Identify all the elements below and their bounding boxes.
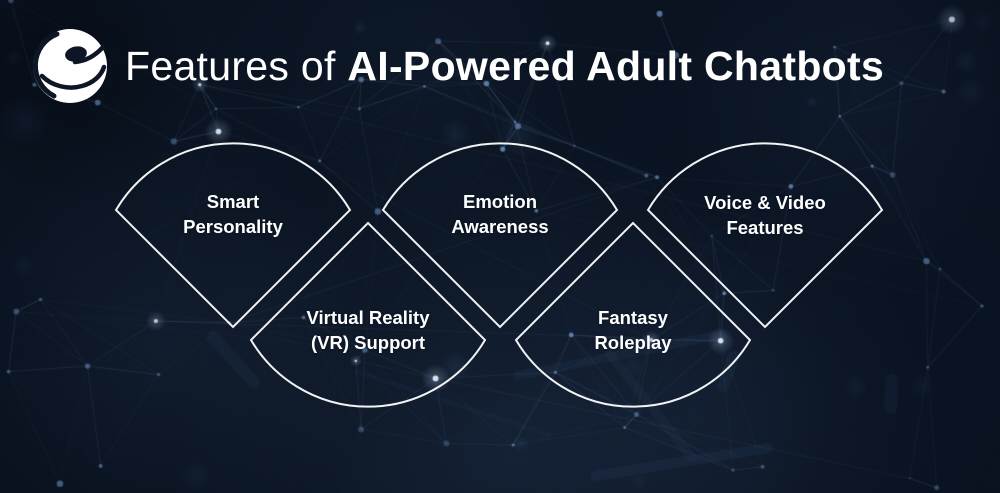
- feature-label-virtual-reality-support: Virtual Reality (VR) Support: [306, 307, 430, 353]
- title-bold: AI-Powered Adult Chatbots: [347, 42, 885, 89]
- title-regular: Features of: [125, 42, 348, 89]
- page-title: Features of AI-Powered Adult Chatbots: [125, 43, 884, 90]
- shape-smart-personality: [114, 142, 352, 329]
- shape-virtual-reality-support: [249, 221, 487, 408]
- e-globe-icon: [32, 29, 107, 103]
- shape-emotion-awareness: [381, 142, 619, 329]
- feature-label-voice-video-features: Voice & Video Features: [704, 192, 826, 238]
- feature-label-fantasy-roleplay: Fantasy Roleplay: [594, 307, 672, 353]
- feature-label-smart-personality: Smart Personality: [183, 191, 283, 237]
- feature-label-emotion-awareness: Emotion Awareness: [451, 191, 549, 237]
- shape-fantasy-roleplay: [514, 221, 752, 408]
- shape-voice-video-features: [646, 142, 884, 329]
- header: Features of AI-Powered Adult Chatbots: [30, 26, 884, 106]
- brand-logo: [30, 26, 110, 106]
